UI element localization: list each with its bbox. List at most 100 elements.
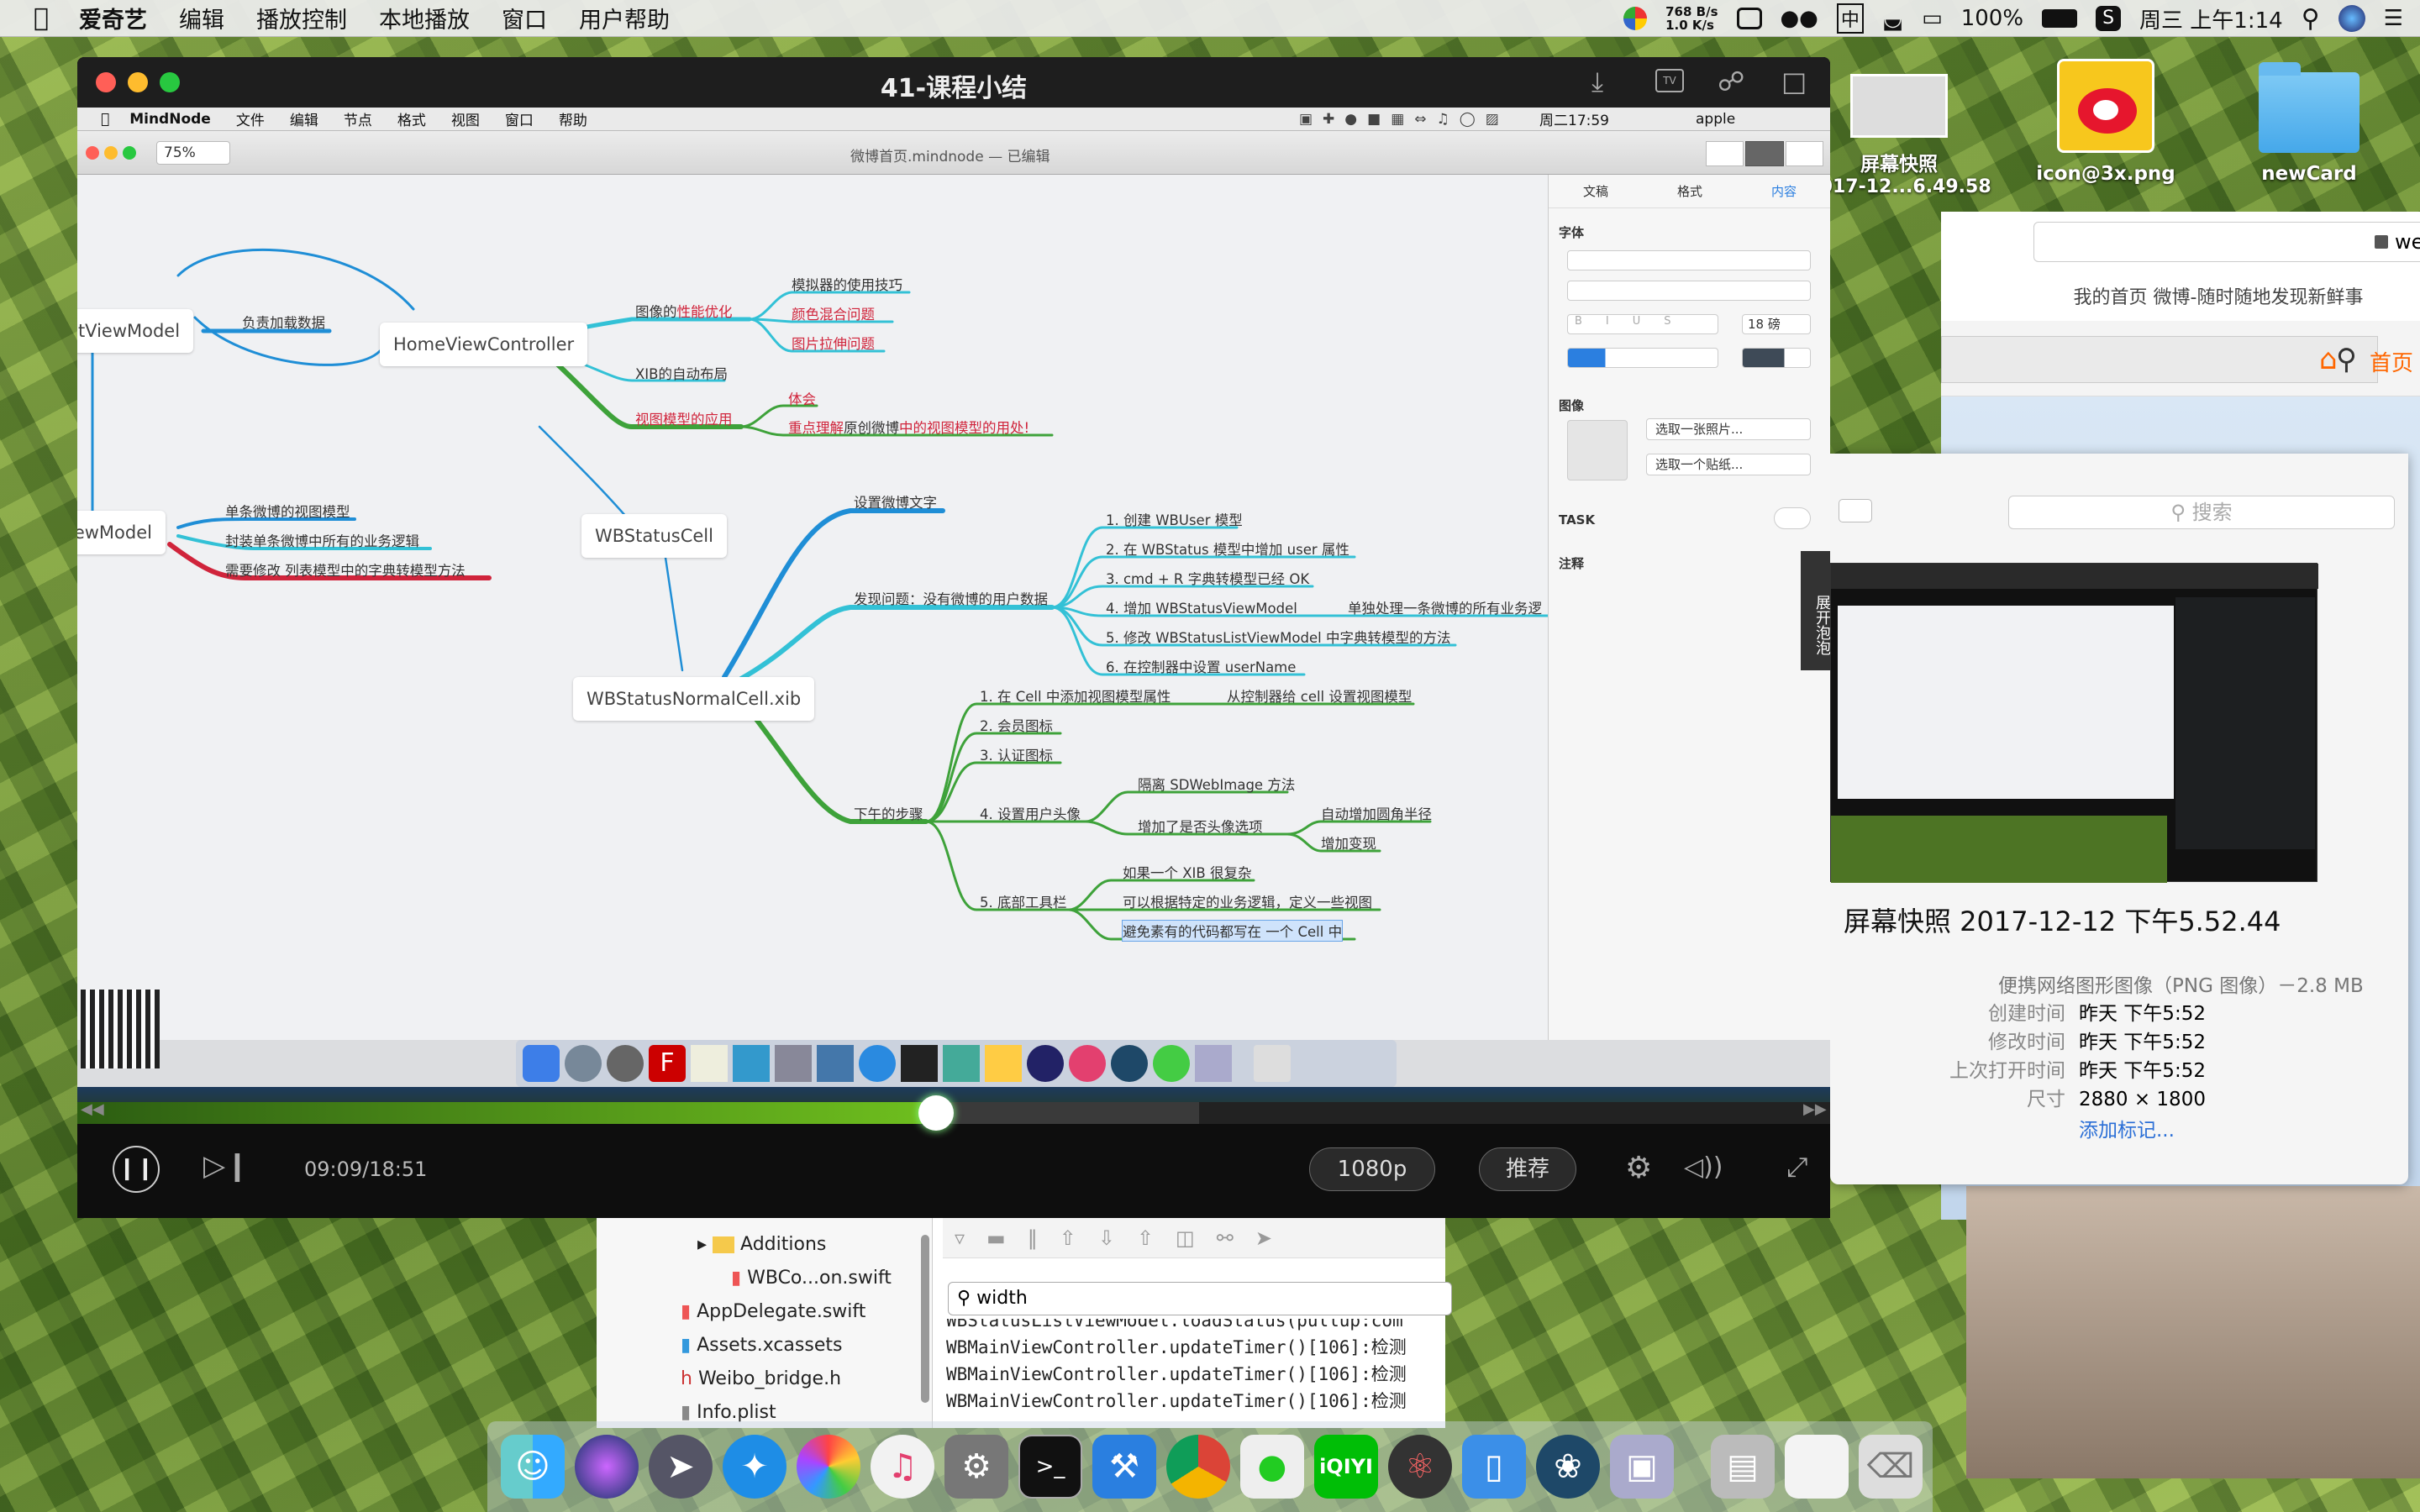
rewind-icon[interactable]: ◀◀ bbox=[81, 1100, 104, 1118]
wifi-icon[interactable]: ◛ bbox=[1881, 6, 1904, 31]
zoom-button[interactable] bbox=[160, 72, 180, 92]
label-a4: 4. 设置用户头像 bbox=[980, 806, 1081, 822]
search-icon[interactable]: ⚲ bbox=[2336, 343, 2357, 376]
app-menu[interactable]: 爱奇艺 bbox=[64, 8, 147, 34]
user-icon[interactable] bbox=[2338, 5, 2365, 32]
home-icon[interactable]: ⌂ bbox=[2319, 343, 2338, 376]
clock[interactable]: 周三 上午1:14 bbox=[2139, 8, 2283, 34]
dock-xcode-icon[interactable]: ⚒ bbox=[1092, 1435, 1156, 1499]
toolbar-buttons bbox=[1706, 141, 1823, 166]
xcode-window: ▸ Additions ▮ WBCo...on.swift ▮ AppDeleg… bbox=[597, 1218, 1452, 1428]
pie-chart-icon[interactable] bbox=[1623, 7, 1648, 30]
input-method[interactable]: 中 bbox=[1836, 3, 1864, 34]
dock-finder-icon[interactable]: ☺ bbox=[501, 1435, 565, 1499]
volume-icon[interactable]: ◁)) bbox=[1684, 1152, 1723, 1182]
menu-window[interactable]: 窗口 bbox=[487, 8, 547, 34]
desktop-icon-folder[interactable]: newCard bbox=[2217, 59, 2402, 185]
quality-button[interactable]: 1080p bbox=[1309, 1147, 1435, 1191]
s-app-icon[interactable]: S bbox=[2096, 6, 2122, 31]
font-size-field: 18 磅 bbox=[1742, 314, 1811, 334]
next-icon[interactable]: ▷❙ bbox=[203, 1149, 250, 1183]
nav-item-assets[interactable]: ▮ Assets.xcassets bbox=[681, 1335, 843, 1356]
dock-system-prefs-icon[interactable]: ⚙ bbox=[944, 1435, 1008, 1499]
settings-icon[interactable]: ⚙ bbox=[1625, 1151, 1653, 1185]
sidebar-toggle[interactable] bbox=[1839, 499, 1872, 522]
download-icon[interactable]: ⤓ bbox=[1591, 66, 1604, 97]
search-input[interactable]: ⚲ 搜索 bbox=[2008, 496, 2395, 529]
screenshot-thumbnail bbox=[1850, 74, 1948, 138]
label-feel: 体会 bbox=[788, 391, 816, 407]
recorded-menubar:  MindNode 文件 编辑 节点 格式 视图 窗口 帮助 周二17:59 … bbox=[77, 108, 1830, 131]
menu-playback[interactable]: 播放控制 bbox=[241, 8, 347, 34]
file-kind: 便携网络图形图像（PNG 图像）－2.8 MB bbox=[1998, 975, 2364, 997]
search-icon[interactable]: ⚲ bbox=[2301, 3, 2320, 34]
fullscreen-icon[interactable]: ⤢ bbox=[1786, 1151, 1808, 1183]
nav-item-appdelegate[interactable]: ▮ AppDelegate.swift bbox=[681, 1301, 866, 1322]
dock-preview-icon[interactable]: ▣ bbox=[1610, 1435, 1674, 1499]
dock-simulator-icon[interactable]: ▯ bbox=[1462, 1435, 1526, 1499]
nav-item-additions[interactable]: ▸ Additions bbox=[697, 1234, 827, 1255]
dock-instruments-icon[interactable]: ⚛ bbox=[1388, 1435, 1452, 1499]
sync-icon[interactable] bbox=[1736, 8, 1762, 29]
branch-a4b bbox=[1084, 820, 1289, 836]
tv-cast-icon[interactable]: TV bbox=[1655, 69, 1684, 92]
menu-local-play[interactable]: 本地播放 bbox=[364, 8, 470, 34]
desktop-icon-screenshot[interactable]: 屏幕快照 2017-12...6.49.58 bbox=[1807, 67, 1991, 197]
weibo-logo-icon bbox=[2057, 59, 2154, 153]
label-need-modify: 需要修改 列表模型中的字典转模型方法 bbox=[225, 563, 466, 579]
battery-percent[interactable]: 100% bbox=[1960, 6, 2024, 31]
branch-a2 bbox=[924, 732, 1062, 823]
document-title: 微博首页.mindnode — 已编辑 bbox=[850, 149, 1050, 165]
progress-thumb[interactable] bbox=[918, 1095, 955, 1131]
dock-siri-icon[interactable] bbox=[575, 1435, 639, 1499]
nav-scrollbar[interactable] bbox=[921, 1235, 929, 1403]
add-tags-link[interactable]: 添加标记... bbox=[2079, 1120, 2175, 1142]
apple-icon[interactable]:  bbox=[34, 3, 49, 33]
label-found-issue: 发现问题：没有微博的用户数据 bbox=[854, 591, 1048, 607]
label-set-text: 设置微博文字 bbox=[854, 495, 937, 511]
expand-bubble-tab: 展开泡泡 bbox=[1801, 551, 1830, 670]
dock-safari-icon[interactable]: ✦ bbox=[723, 1435, 786, 1499]
recommend-button[interactable]: 推荐 bbox=[1479, 1147, 1576, 1191]
dock-sourcetree-icon[interactable]: ❀ bbox=[1536, 1435, 1600, 1499]
weibo-search-input[interactable] bbox=[1941, 336, 2378, 383]
pause-button[interactable]: ❙❙ bbox=[113, 1146, 160, 1193]
address-bar[interactable] bbox=[2033, 222, 2420, 262]
share-icon[interactable]: ☍ bbox=[1718, 66, 1745, 97]
menu-edit[interactable]: 编辑 bbox=[164, 8, 224, 34]
home-link[interactable]: 首页 bbox=[2370, 351, 2414, 376]
nav-item-plist[interactable]: ▮ Info.plist bbox=[681, 1402, 776, 1423]
close-button[interactable] bbox=[96, 72, 116, 92]
forward-icon[interactable]: ▶▶ bbox=[1803, 1100, 1827, 1118]
nav-item-bridge[interactable]: h Weibo_bridge.h bbox=[681, 1368, 842, 1389]
filter-input[interactable]: ⚲ width bbox=[948, 1282, 1452, 1315]
battery-icon[interactable] bbox=[2042, 9, 2078, 28]
branch-encap bbox=[176, 534, 432, 550]
dock-launchpad-icon[interactable]: ➤ bbox=[649, 1435, 713, 1499]
dock-itunes-icon[interactable]: ♫ bbox=[871, 1435, 934, 1499]
dock-photos-icon[interactable] bbox=[797, 1435, 860, 1499]
video-frame[interactable]:  MindNode 文件 编辑 节点 格式 视图 窗口 帮助 周二17:59 … bbox=[77, 108, 1830, 1112]
minimize-button[interactable] bbox=[128, 72, 148, 92]
mini-mode-icon[interactable]: □ bbox=[1781, 66, 1807, 97]
airplay-icon[interactable]: ▭ bbox=[1922, 6, 1943, 31]
dock-terminal-icon[interactable]: >_ bbox=[1018, 1435, 1082, 1499]
dock-archive-icon[interactable]: ▤ bbox=[1711, 1435, 1775, 1499]
branch-a4d bbox=[1286, 832, 1381, 853]
console-output: WBStatusListViewModel.loadStatus(pullup:… bbox=[943, 1319, 1445, 1428]
dock-documents-icon[interactable] bbox=[1785, 1435, 1849, 1499]
preview-thumbnail bbox=[1830, 563, 2318, 883]
desktop-icon-weibo-png[interactable]: icon@3x.png bbox=[2013, 59, 2198, 185]
dock-trash-icon[interactable]: ⌫ bbox=[1859, 1435, 1923, 1499]
label-step-2: 2. 在 WBStatus 模型中增加 user 属性 bbox=[1106, 542, 1349, 558]
nav-item-file[interactable]: ▮ WBCo...on.swift bbox=[731, 1268, 892, 1289]
dock-chrome-icon[interactable] bbox=[1166, 1435, 1230, 1499]
menu-help[interactable]: 用户帮助 bbox=[564, 8, 670, 34]
dock-wechat-icon[interactable]: ● bbox=[1240, 1435, 1304, 1499]
node-home-viewcontroller: HomeViewController bbox=[380, 323, 588, 366]
notification-center-icon[interactable]: ☰ bbox=[2383, 6, 2403, 31]
dock-iqiyi-icon[interactable]: iQIYI bbox=[1314, 1435, 1378, 1499]
wechat-icon[interactable]: ●● bbox=[1780, 6, 1818, 31]
zoom-select: 75% bbox=[156, 141, 230, 165]
